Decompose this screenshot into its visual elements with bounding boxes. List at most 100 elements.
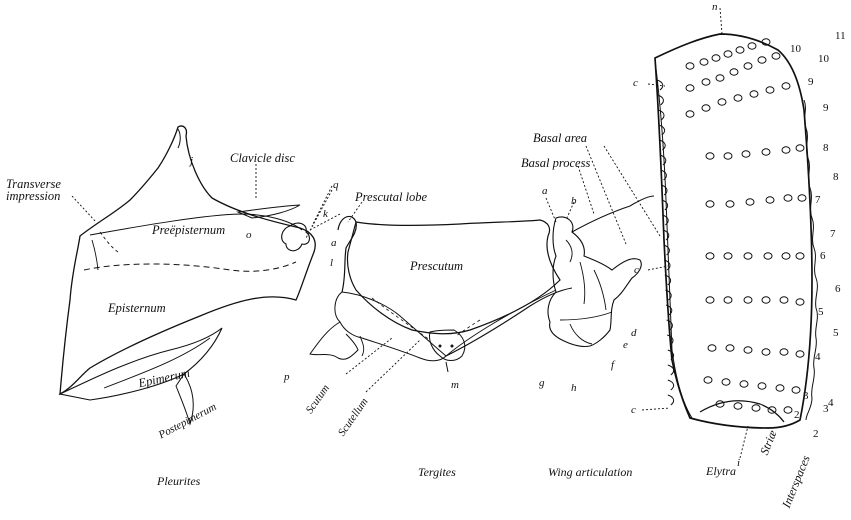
elytra-caption: Elytra bbox=[706, 465, 736, 477]
stria-puncture bbox=[686, 63, 694, 69]
letter-o: o bbox=[246, 230, 252, 241]
stria-puncture bbox=[718, 99, 726, 105]
letter-p: p bbox=[284, 372, 290, 383]
interspace-number-5: 5 bbox=[833, 328, 839, 339]
letter-i: i bbox=[737, 458, 740, 469]
basal-area-label: Basal area bbox=[533, 132, 587, 145]
letter-c-mid: c bbox=[634, 265, 639, 276]
stria-puncture bbox=[780, 349, 788, 355]
stria-puncture bbox=[750, 91, 758, 97]
stria-puncture bbox=[744, 347, 752, 353]
stria-puncture bbox=[782, 253, 790, 259]
stria-puncture bbox=[722, 379, 730, 385]
stria-number-10: 10 bbox=[790, 44, 801, 55]
stria-puncture bbox=[708, 345, 716, 351]
stria-puncture bbox=[796, 253, 804, 259]
stria-number-5: 5 bbox=[818, 307, 824, 318]
leader-line bbox=[642, 408, 670, 410]
episternum-label: Episternum bbox=[108, 302, 166, 315]
stria-puncture bbox=[724, 297, 732, 303]
letter-j: j bbox=[190, 156, 193, 167]
leader-line bbox=[586, 146, 626, 244]
stria-puncture bbox=[730, 69, 738, 75]
stria-puncture bbox=[704, 377, 712, 383]
stria-puncture bbox=[766, 197, 774, 203]
stria-puncture bbox=[724, 153, 732, 159]
stria-puncture bbox=[724, 51, 732, 57]
letter-a-left: a bbox=[331, 238, 337, 249]
clavicle-disc-label: Clavicle disc bbox=[230, 152, 295, 165]
stria-number-3: 3 bbox=[803, 391, 809, 402]
stria-puncture bbox=[742, 151, 750, 157]
basal-process-label: Basal process bbox=[521, 157, 590, 170]
letter-a-right: a bbox=[542, 186, 548, 197]
margin-serration bbox=[668, 380, 674, 390]
stria-puncture bbox=[706, 297, 714, 303]
stria-number-2: 2 bbox=[794, 410, 800, 421]
stria-puncture bbox=[702, 105, 710, 111]
interspace-number-2: 2 bbox=[813, 429, 819, 440]
stria-puncture bbox=[726, 345, 734, 351]
stria-number-4: 4 bbox=[815, 352, 821, 363]
prescutal-lobe-label: Prescutal lobe bbox=[355, 191, 427, 204]
stria-puncture bbox=[734, 95, 742, 101]
stria-puncture bbox=[776, 385, 784, 391]
letter-f: f bbox=[611, 360, 614, 371]
leader-line bbox=[720, 8, 722, 34]
stria-puncture bbox=[792, 387, 800, 393]
stria-puncture bbox=[706, 201, 714, 207]
preepisternum-label: Preëpisternum bbox=[152, 224, 225, 237]
stria-puncture bbox=[782, 83, 790, 89]
transverse-impression-label: Transverse impression bbox=[6, 178, 61, 202]
leader-line bbox=[604, 146, 660, 236]
stria-puncture bbox=[712, 55, 720, 61]
leader-line bbox=[740, 426, 748, 458]
stria-puncture bbox=[748, 43, 756, 49]
stria-puncture bbox=[784, 407, 792, 413]
stria-puncture bbox=[744, 297, 752, 303]
stria-puncture bbox=[686, 111, 694, 117]
prescutum-label: Prescutum bbox=[410, 260, 463, 273]
letter-c-bottom: c bbox=[631, 405, 636, 416]
letter-g: g bbox=[539, 378, 545, 389]
stria-puncture bbox=[716, 75, 724, 81]
letter-q: q bbox=[333, 180, 339, 191]
stria-puncture bbox=[758, 383, 766, 389]
interspace-number-3: 3 bbox=[823, 404, 829, 415]
stria-puncture bbox=[784, 195, 792, 201]
stria-puncture bbox=[796, 351, 804, 357]
stria-puncture bbox=[724, 253, 732, 259]
pleurites-caption: Pleurites bbox=[157, 475, 200, 487]
stria-puncture bbox=[780, 297, 788, 303]
stria-puncture bbox=[744, 63, 752, 69]
stria-puncture bbox=[796, 145, 804, 151]
letter-h: h bbox=[571, 383, 577, 394]
stria-puncture bbox=[700, 59, 708, 65]
stria-number-8: 8 bbox=[823, 143, 829, 154]
stria-puncture bbox=[762, 349, 770, 355]
stria-puncture bbox=[766, 87, 774, 93]
stria-puncture bbox=[762, 297, 770, 303]
letter-m: m bbox=[451, 380, 459, 391]
stria-number-6: 6 bbox=[820, 251, 826, 262]
letter-l: l bbox=[330, 258, 333, 269]
stria-puncture bbox=[740, 381, 748, 387]
interspace-number-10: 10 bbox=[818, 54, 829, 65]
letter-k: k bbox=[323, 209, 328, 220]
interspace-number-7: 7 bbox=[830, 229, 836, 240]
stria-puncture bbox=[762, 149, 770, 155]
letter-c-top: c bbox=[633, 78, 638, 89]
stria-puncture bbox=[746, 199, 754, 205]
interspace-number-9: 9 bbox=[823, 103, 829, 114]
stria-puncture bbox=[736, 47, 744, 53]
leader-line bbox=[546, 198, 556, 222]
stria-puncture bbox=[782, 147, 790, 153]
interspace-number-6: 6 bbox=[835, 284, 841, 295]
leader-line bbox=[306, 190, 332, 238]
stria-puncture bbox=[752, 405, 760, 411]
stria-puncture bbox=[706, 253, 714, 259]
stria-puncture bbox=[702, 79, 710, 85]
stria-puncture bbox=[798, 195, 806, 201]
interspace-number-8: 8 bbox=[833, 172, 839, 183]
